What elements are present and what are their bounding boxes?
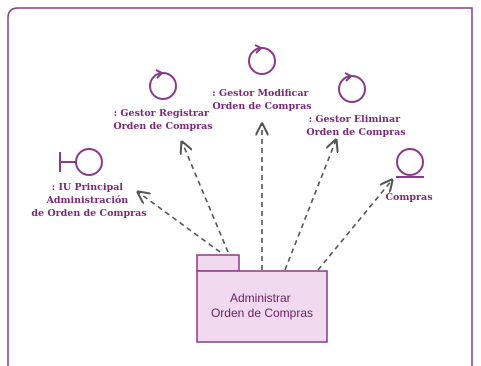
element-label-registrar: : Gestor Registrar Orden de Compras	[113, 108, 212, 132]
dependency-arrows	[138, 124, 392, 271]
element-compras[interactable]: Compras	[385, 148, 433, 203]
diagram-frame	[7, 7, 473, 366]
package-tab	[196, 254, 240, 272]
package-label: Administrar Orden de Compras	[211, 291, 313, 320]
package-administrar-orden-de-compras[interactable]: Administrar Orden de Compras	[196, 254, 328, 343]
dependency-arrow-eliminar	[284, 140, 336, 271]
element-label-eliminar: : Gestor Eliminar Orden de Compras	[306, 114, 405, 138]
element-gestor-registrar[interactable]: : Gestor Registrar Orden de Compras	[113, 69, 213, 132]
dependency-arrow-iu	[138, 192, 221, 253]
element-label-compras: Compras	[385, 192, 432, 203]
boundary-icon	[59, 148, 103, 176]
element-iu-principal[interactable]: : IU Principal Administración de Orden d…	[31, 148, 147, 219]
entity-icon	[396, 148, 424, 178]
dependency-arrow-compras	[317, 180, 392, 271]
control-icon	[149, 69, 177, 100]
control-icon	[248, 44, 276, 75]
control-icon	[338, 72, 366, 103]
package-body	[196, 270, 328, 343]
element-label-modificar: : Gestor Modificar Orden de Compras	[212, 88, 312, 112]
element-gestor-eliminar[interactable]: : Gestor Eliminar Orden de Compras	[306, 72, 406, 138]
element-gestor-modificar[interactable]: : Gestor Modificar Orden de Compras	[212, 44, 312, 112]
dependency-arrow-registrar	[182, 142, 229, 253]
element-label-iu: : IU Principal Administración de Orden d…	[31, 182, 146, 219]
